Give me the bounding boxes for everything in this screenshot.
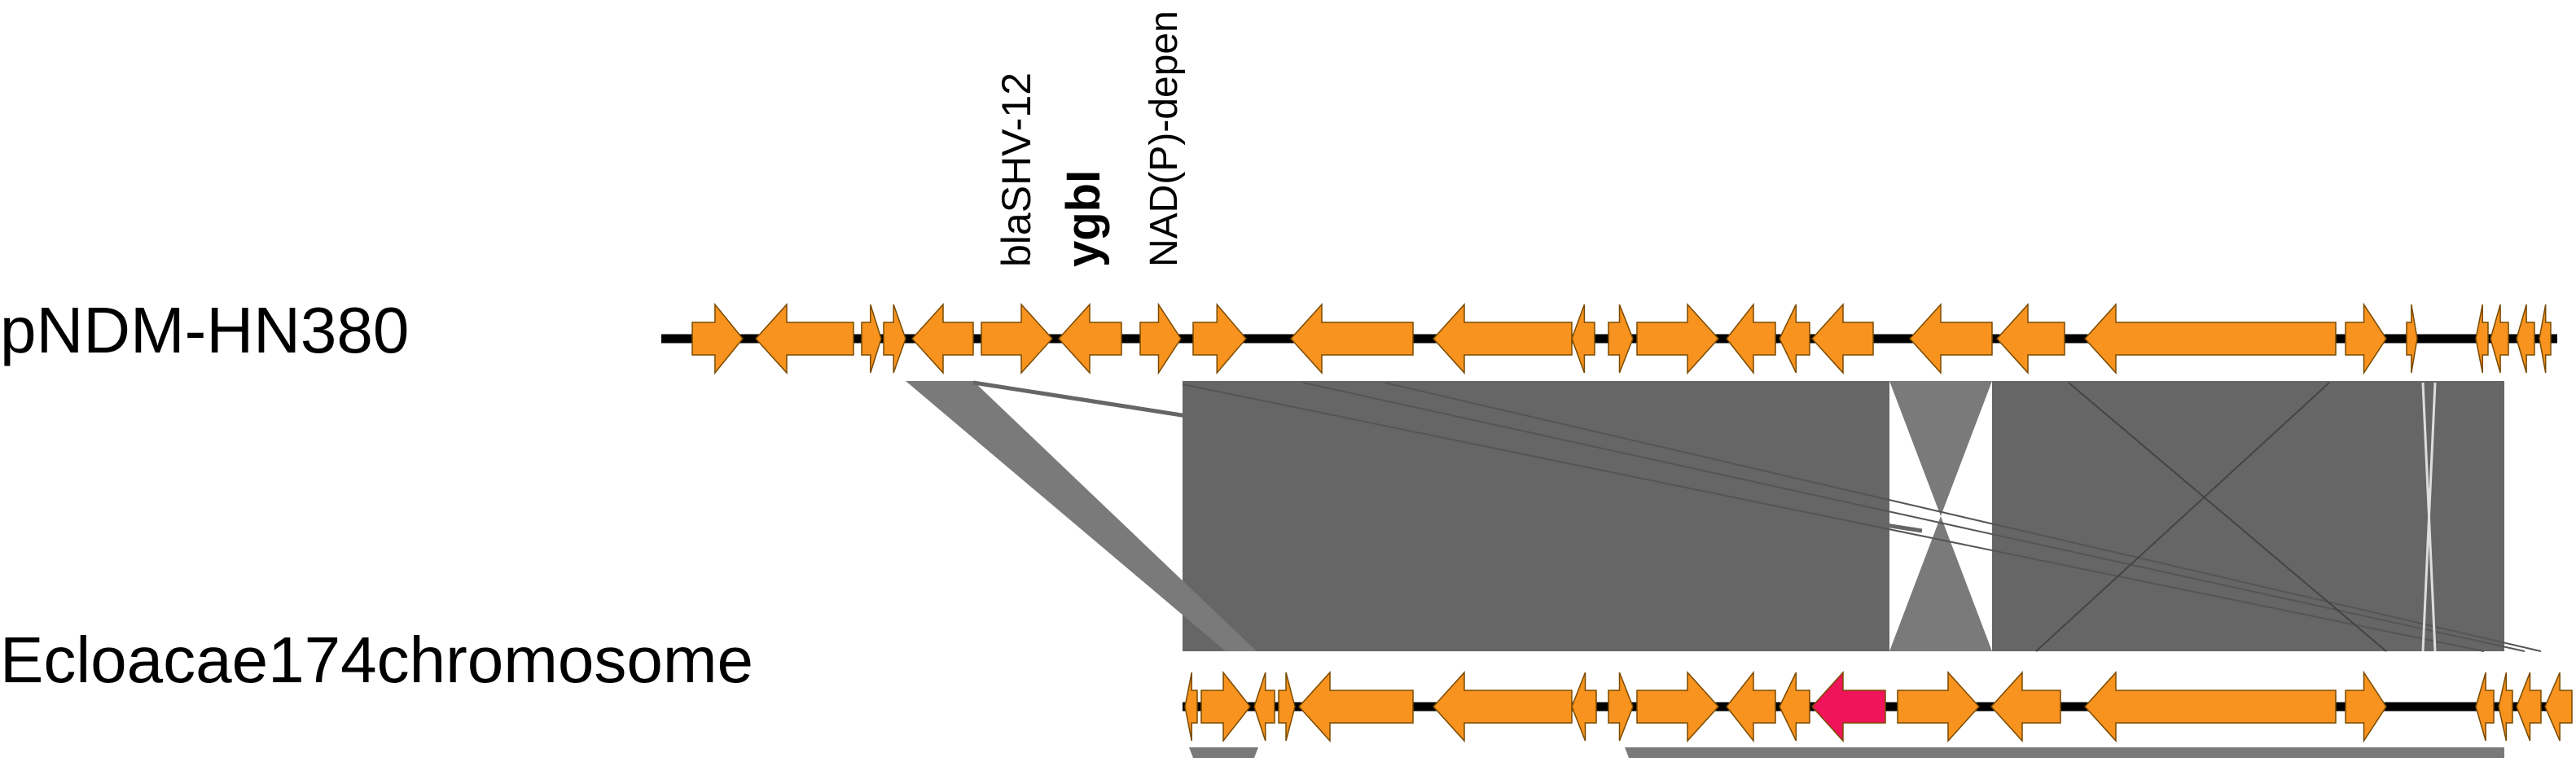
similarity-bottom-edge [1189, 747, 1258, 758]
gene-arrow [1726, 302, 1776, 375]
gene-arrow [2475, 672, 2495, 742]
gene-arrow [1184, 672, 1198, 742]
gene-arrow [1908, 303, 1993, 374]
gene-arrow [1289, 303, 1414, 374]
similarity-cross-left [906, 381, 1257, 651]
gene-arrow [981, 303, 1054, 374]
gene-arrow [1608, 672, 1634, 742]
gene-arrow [1990, 671, 2061, 742]
gene-arrow [1636, 303, 1720, 374]
gene-label-ygbi: ygbI [1057, 170, 1110, 267]
gene-arrow [1608, 304, 1634, 374]
gene-arrow [1297, 671, 1414, 742]
gene-arrow [883, 304, 906, 374]
gene-label-nadp: NAD(P)-depen [1143, 11, 1186, 267]
gene-arrow [1571, 304, 1595, 374]
gene-arrow [2406, 304, 2418, 374]
gene-arrow [2498, 672, 2513, 742]
gene-arrow [2083, 303, 2337, 374]
gene-arrow [2345, 670, 2387, 743]
similarity-thin-line [1384, 382, 2542, 652]
similarity-inversion [1889, 381, 1992, 651]
gene-arrow [2516, 672, 2542, 742]
gene-arrow [1636, 671, 1720, 742]
gene-arrow [2539, 304, 2552, 374]
gene-arrow [2544, 672, 2573, 742]
similarity-thin-line [1302, 382, 2526, 652]
gene-arrow [754, 303, 854, 374]
gene-arrow [1995, 303, 2065, 374]
gene-arrow [861, 304, 882, 374]
gene-arrow [911, 303, 974, 374]
similarity-thin-line [2421, 382, 2437, 652]
similarity-blocks [906, 380, 2542, 758]
gene-arrow [1057, 303, 1122, 374]
similarity-bottom-edge [1625, 747, 2504, 758]
gene-arrow [1779, 672, 1810, 742]
track-label-bottom: Ecloacae174chromosome [0, 624, 753, 696]
gene-arrow-highlighted [1810, 671, 1886, 742]
similarity-thin-line [972, 380, 1923, 533]
gene-label-blashv12: blaSHV-12 [994, 72, 1039, 267]
gene-arrow [691, 302, 744, 375]
gene-arrow [2490, 304, 2509, 374]
gene-arrow [1810, 303, 1874, 374]
track-label-top: pNDM-HN380 [0, 294, 409, 366]
gene-arrow [2516, 304, 2535, 374]
similarity-thin-line [2035, 382, 2330, 652]
gene-arrow [2475, 304, 2489, 374]
gene-arrow [1278, 672, 1296, 742]
gene-arrow [1253, 672, 1275, 742]
gene-arrow [1779, 304, 1810, 374]
gene-arrow [1432, 303, 1573, 374]
gene-arrow [1192, 302, 1247, 375]
gene-arrow [1432, 671, 1573, 742]
gene-arrow [1726, 670, 1776, 743]
gene-arrow [1200, 670, 1251, 743]
gene-arrow [1139, 302, 1182, 375]
similarity-thin-line [2068, 382, 2387, 652]
gene-arrow [1571, 672, 1597, 742]
similarity-thin-line [1182, 383, 2485, 652]
gene-arrow [1897, 671, 1981, 742]
gene-arrow [2345, 302, 2387, 375]
genes-top [691, 302, 2552, 375]
genes-bottom [1184, 670, 2573, 743]
similarity-block-right [1992, 381, 2504, 651]
similarity-block-main [1183, 381, 1889, 651]
gene-arrow [2083, 671, 2337, 742]
